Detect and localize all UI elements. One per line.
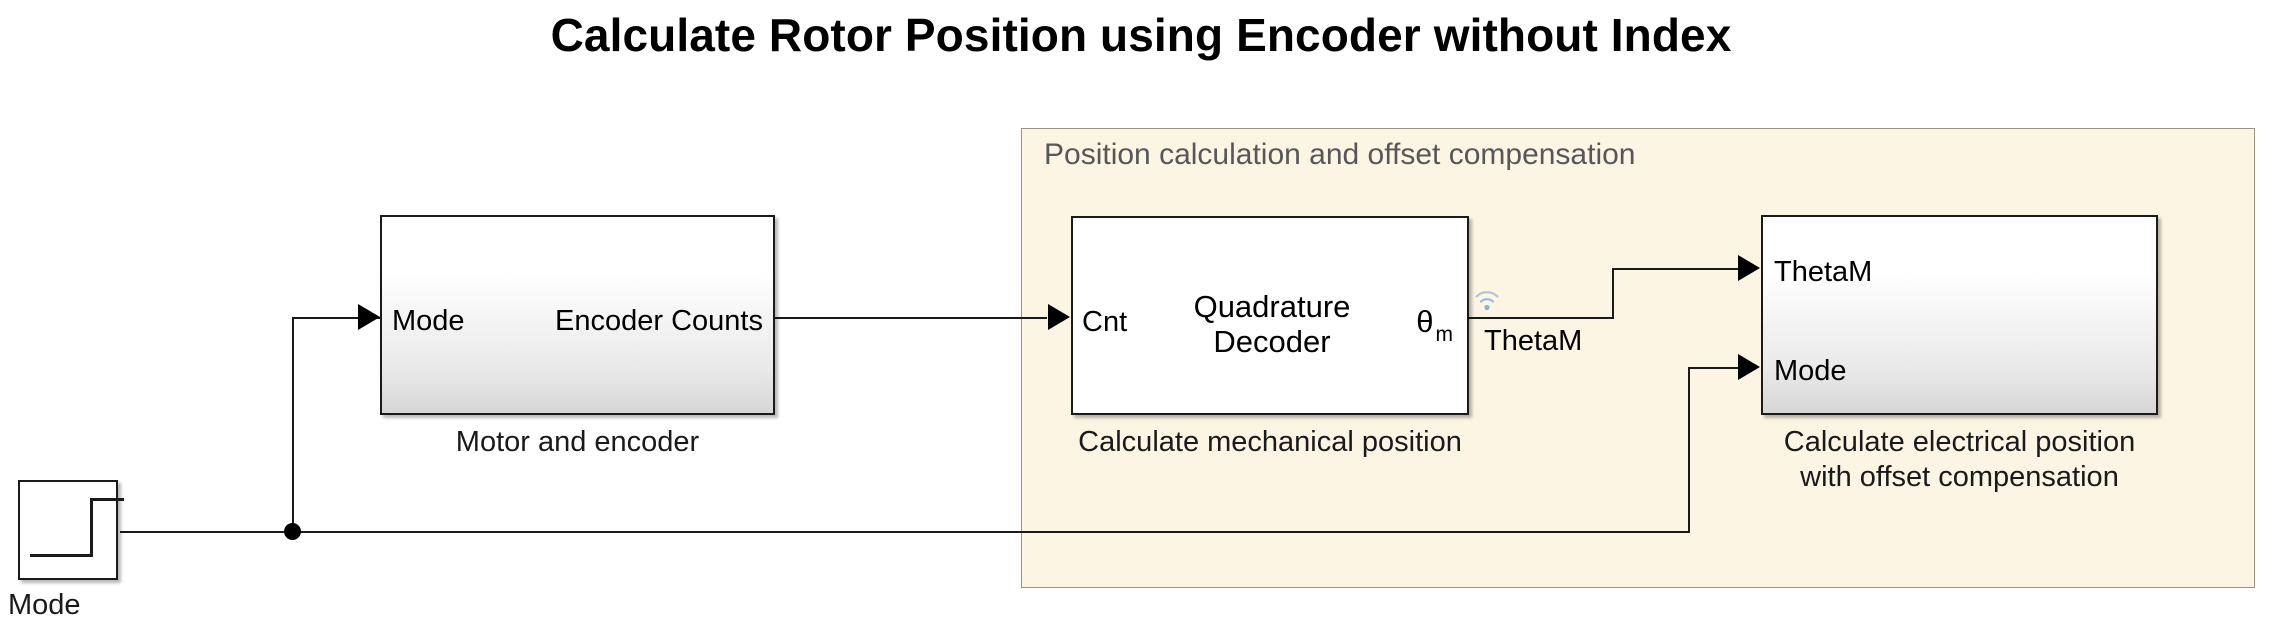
wire-encoder-counts	[775, 317, 1047, 319]
port-label-encoder-counts: Encoder Counts	[555, 305, 763, 337]
wire-thetam-vertical	[1612, 268, 1614, 319]
block-label-quadrature-decoder: Quadrature Decoder	[1193, 289, 1351, 359]
wire-mode-branch-vertical	[292, 317, 294, 532]
port-label-electrical-mode: Mode	[1774, 355, 1847, 387]
port-label-electrical-thetam: ThetaM	[1774, 256, 1873, 288]
wire-mode-to-electrical-vertical	[1688, 367, 1690, 533]
arrow-electrical-thetam-input	[1738, 255, 1760, 281]
wire-thetam-segment-2	[1612, 268, 1740, 270]
port-label-motor-mode: Mode	[392, 305, 465, 337]
caption-motor-and-encoder: Motor and encoder	[455, 426, 700, 458]
signal-label-thetam: ThetaM	[1484, 325, 1583, 357]
page-title: Calculate Rotor Position using Encoder w…	[550, 9, 1732, 61]
step-waveform-low-segment	[30, 554, 92, 557]
block-step-source-mode[interactable]	[18, 480, 124, 580]
region-label: Position calculation and offset compensa…	[1044, 138, 1636, 171]
port-label-decoder-cnt: Cnt	[1082, 306, 1128, 338]
caption-step-source-mode: Mode	[8, 589, 81, 621]
port-label-decoder-theta-m: θm	[1416, 304, 1453, 347]
wire-thetam-segment-1	[1469, 317, 1614, 319]
signal-junction-dot	[284, 523, 301, 540]
block-motor-and-encoder[interactable]: Mode Encoder Counts	[380, 215, 775, 415]
wire-mode-to-electrical-horizontal	[1688, 367, 1740, 369]
block-calculate-electrical-position[interactable]: ThetaM Mode	[1761, 215, 2158, 415]
wire-mode-branch-horizontal	[292, 317, 380, 319]
wire-mode-bus	[120, 531, 1690, 533]
arrow-electrical-mode-input	[1738, 354, 1760, 380]
step-waveform-high-segment	[90, 498, 124, 501]
theta-symbol: θ	[1416, 304, 1434, 339]
caption-quadrature-decoder: Calculate mechanical position	[1078, 426, 1462, 458]
block-quadrature-decoder[interactable]: Cnt Quadrature Decoder θm	[1071, 216, 1469, 415]
wireless-broadcast-icon	[1475, 291, 1499, 311]
arrow-motor-mode-input	[358, 304, 380, 330]
caption-calculate-electrical-position: Calculate electrical position with offse…	[1783, 426, 2136, 493]
theta-subscript: m	[1435, 323, 1454, 347]
step-waveform-rise-segment	[90, 498, 93, 557]
arrow-decoder-cnt-input	[1048, 304, 1070, 330]
